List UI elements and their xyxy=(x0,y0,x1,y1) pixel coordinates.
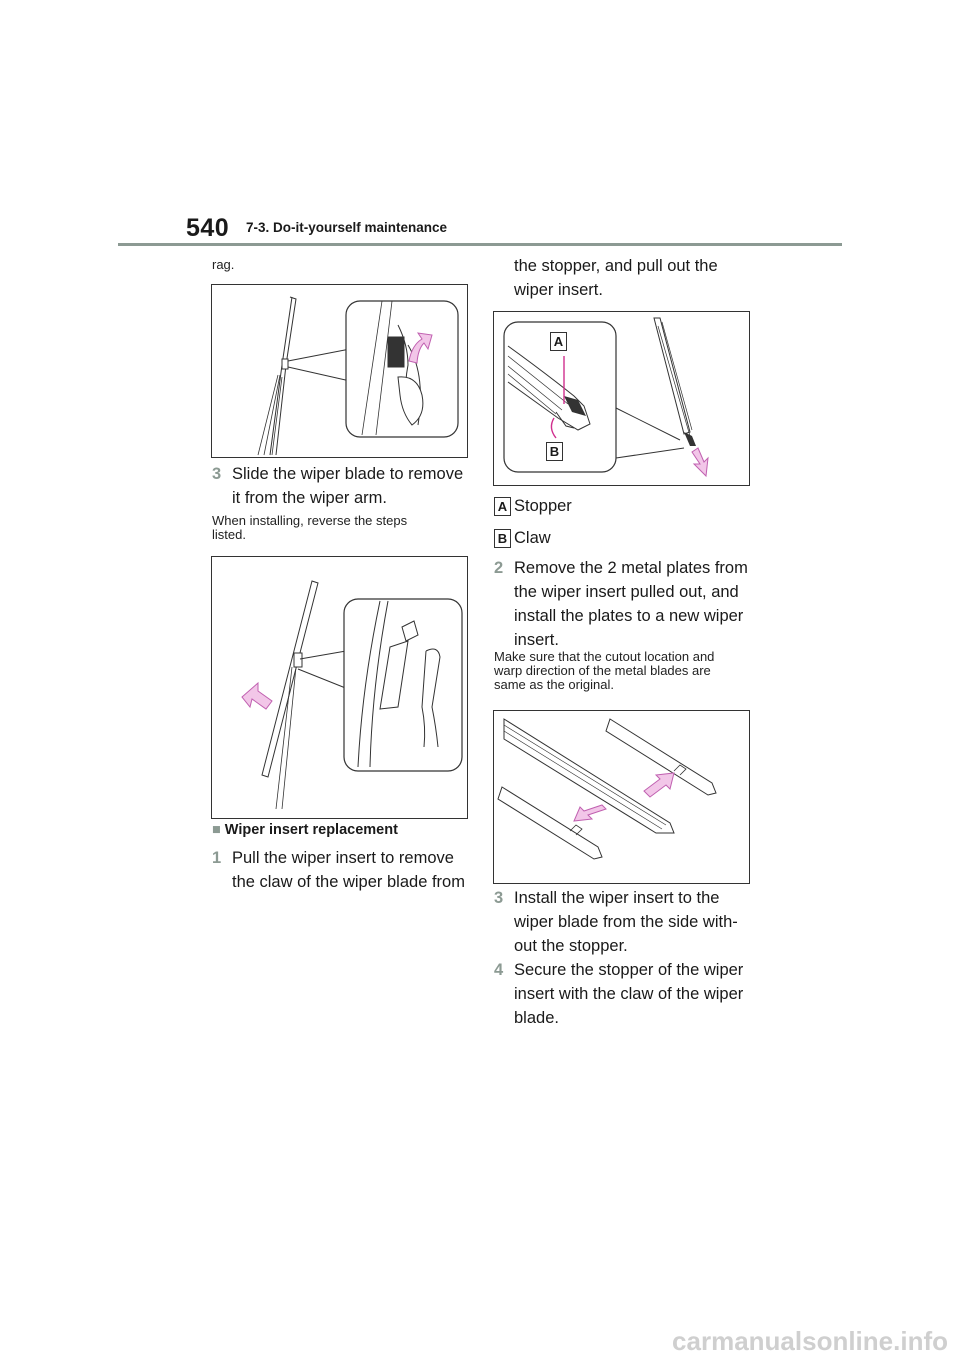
step-1-left: 1 Pull the wiper insert to remove the cl… xyxy=(212,846,472,896)
step-text-line1: Slide the wiper blade to remove xyxy=(232,465,464,483)
note-line2: listed. xyxy=(212,527,246,542)
watermark: carmanualsonline.info xyxy=(672,1326,948,1356)
step-3-left: 3 Slide the wiper blade to remove it fro… xyxy=(212,462,472,512)
header-rule xyxy=(118,243,842,246)
heading-marker: ■ xyxy=(212,822,221,838)
note-line1: When installing, reverse the steps xyxy=(212,513,408,528)
figure-wiper-blade-slide xyxy=(211,556,468,819)
step-text-line2: insert with the claw of the wiper xyxy=(514,985,744,1003)
figure-label-a: A xyxy=(550,332,567,351)
heading-wiper-insert-replacement: ■ Wiper insert replacement xyxy=(212,822,398,838)
note-line2: warp direction of the metal blades are xyxy=(494,663,711,678)
figure-label-b: B xyxy=(546,442,563,461)
step-4-right: 4 Secure the stopper of the wiper insert… xyxy=(494,958,764,1032)
step-text-line2: it from the wiper arm. xyxy=(232,489,387,507)
figure-metal-plates xyxy=(493,710,750,884)
step-text-line2: wiper blade from the side with- xyxy=(514,913,738,931)
page-number: 540 xyxy=(186,214,230,242)
note-left: When installing, reverse the steps liste… xyxy=(212,514,407,542)
step-number: 4 xyxy=(494,961,504,979)
figure-wiper-arm-release xyxy=(211,284,468,458)
figure-stopper-claw: A B xyxy=(493,311,750,486)
section-title: 7-3. Do-it-yourself maintenance xyxy=(246,220,448,235)
intro-fragment: rag. xyxy=(212,257,235,272)
step-2-right: 2 Remove the 2 metal plates from the wip… xyxy=(494,556,764,654)
step-text-line2: the wiper insert pulled out, and xyxy=(514,583,739,601)
note-line1: Make sure that the cutout location and xyxy=(494,649,715,664)
step-text-line1: Install the wiper insert to the xyxy=(514,889,720,907)
continuation-text: the stopper, and pull out the wiper inse… xyxy=(514,254,718,302)
step-text-line3: blade. xyxy=(514,1009,559,1027)
step-text-line3: out the stopper. xyxy=(514,937,628,955)
continuation-line2: wiper insert. xyxy=(514,281,603,299)
step-text-line1: Secure the stopper of the wiper xyxy=(514,961,744,979)
step-3-right: 3 Install the wiper insert to the wiper … xyxy=(494,886,764,960)
step-number: 2 xyxy=(494,559,504,577)
legend-text: Claw xyxy=(514,529,551,547)
note-line3: same as the original. xyxy=(494,677,614,692)
legend-key: B xyxy=(494,529,511,548)
legend-item-b: B Claw xyxy=(494,526,694,550)
heading-text: Wiper insert replacement xyxy=(224,822,398,838)
legend-item-a: A Stopper xyxy=(494,494,694,518)
continuation-line1: the stopper, and pull out the xyxy=(514,257,718,275)
step-text-line1: Remove the 2 metal plates from xyxy=(514,559,748,577)
step-text-line1: Pull the wiper insert to remove xyxy=(232,849,454,867)
legend-key: A xyxy=(494,497,511,516)
step-number: 1 xyxy=(212,849,222,867)
step-number: 3 xyxy=(494,889,504,907)
step-text-line4: insert. xyxy=(514,631,559,649)
step-number: 3 xyxy=(212,465,222,483)
step-text-line2: the claw of the wiper blade from xyxy=(232,873,465,891)
note-right: Make sure that the cutout location and w… xyxy=(494,650,714,692)
step-text-line3: install the plates to a new wiper xyxy=(514,607,744,625)
legend-text: Stopper xyxy=(514,497,572,515)
